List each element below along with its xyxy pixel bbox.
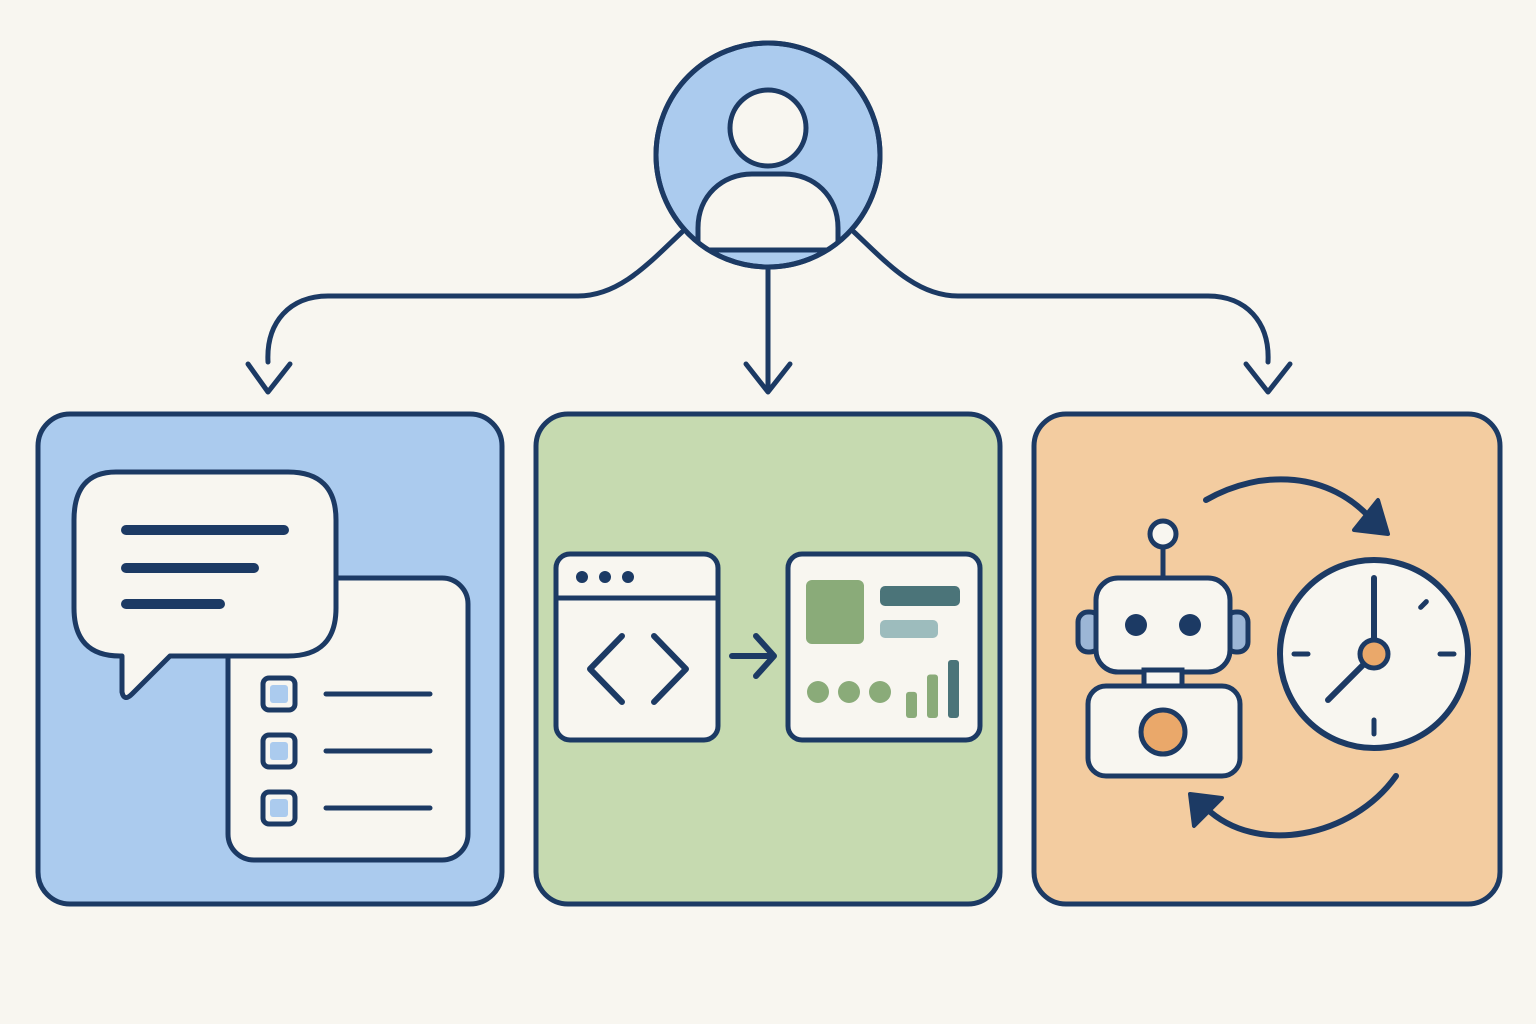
arrowhead-left-icon xyxy=(245,361,293,395)
checkbox-fill xyxy=(270,742,288,760)
dashboard-dot xyxy=(838,681,860,703)
code-brackets-icon xyxy=(587,633,689,705)
clock-tick xyxy=(1418,599,1429,610)
checkbox-fill xyxy=(270,685,288,703)
user-node xyxy=(653,40,883,270)
window-dot xyxy=(622,571,634,583)
connector-right xyxy=(851,229,1271,365)
dashboard-bar xyxy=(906,691,917,718)
connectors xyxy=(245,229,1293,395)
speech-bubble-icon xyxy=(71,469,339,700)
dashboard-icon xyxy=(785,551,983,743)
checklist-item xyxy=(260,675,433,713)
arrowhead-right-icon xyxy=(1243,361,1293,395)
cycle-arrows-icon xyxy=(1188,476,1399,839)
window-dot xyxy=(599,571,611,583)
connector-left xyxy=(265,229,685,365)
clock-icon xyxy=(1277,557,1471,751)
checklist-item xyxy=(260,789,433,827)
person-icon xyxy=(695,87,841,253)
arrow-right-icon xyxy=(729,633,777,679)
window-dot xyxy=(576,571,588,583)
code-window-icon xyxy=(553,551,721,743)
panel-automation xyxy=(1031,411,1503,907)
panel-chat xyxy=(35,411,505,907)
checklist-item xyxy=(260,732,433,770)
dashboard-dot xyxy=(869,681,891,703)
dashboard-bar xyxy=(927,674,938,718)
robot-icon xyxy=(1075,518,1251,779)
checkbox-fill xyxy=(270,799,288,817)
arrowhead-center-icon xyxy=(743,361,793,395)
panel-code xyxy=(533,411,1003,907)
dashboard-dot xyxy=(807,681,829,703)
dashboard-bar xyxy=(948,660,959,718)
